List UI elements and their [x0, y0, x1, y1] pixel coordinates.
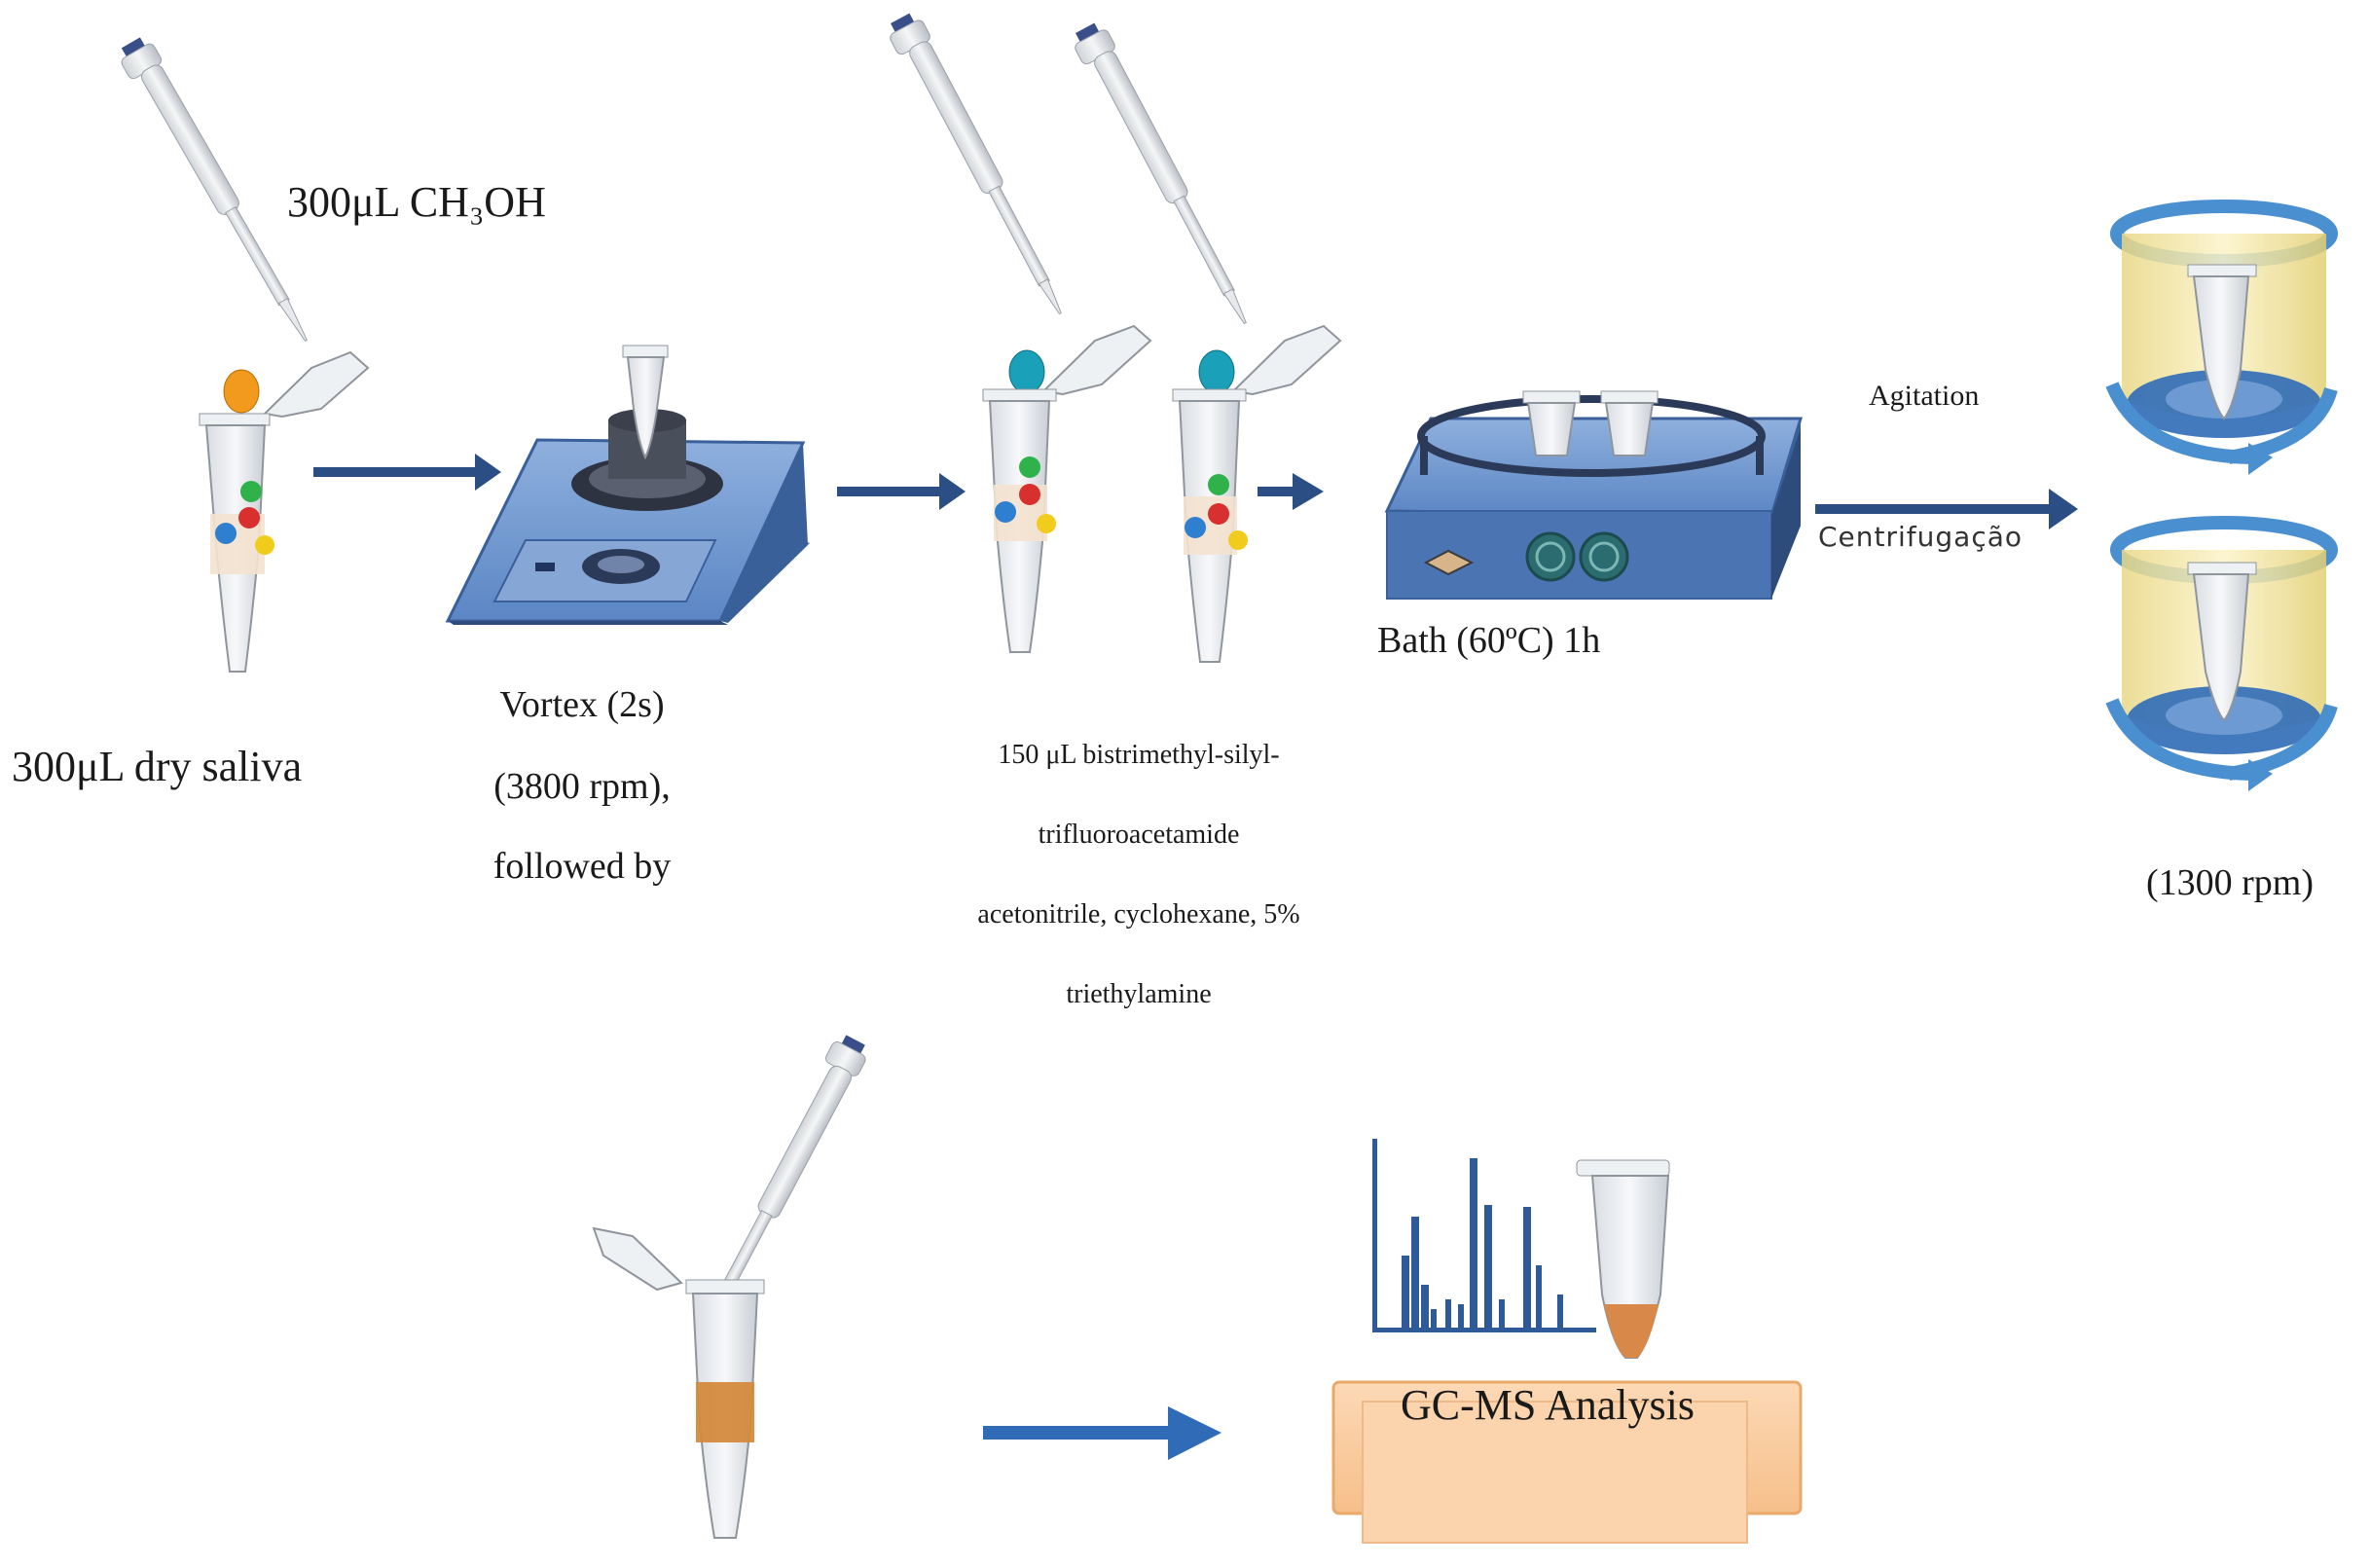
saliva-label: 300μL dry saliva — [12, 743, 303, 790]
rpm-label: (1300 rpm) — [2146, 862, 2315, 903]
reagent-label: 150 μL bistrimethyl-silyl- trifluoroacet… — [866, 715, 1411, 1035]
dot-blue — [995, 501, 1016, 523]
pipette-2 — [890, 13, 1062, 315]
vortex-device — [445, 345, 810, 625]
pipette-3 — [1075, 22, 1247, 325]
tube-final — [1576, 1159, 1670, 1359]
arrow-2 — [837, 473, 966, 510]
dot-green — [1019, 456, 1040, 478]
tube-derivatization-2 — [1172, 324, 1342, 663]
gcms-box — [1331, 1380, 1803, 1544]
dot-yellow — [1037, 514, 1056, 533]
dot-yellow — [1228, 530, 1248, 550]
bath-device — [1384, 390, 1804, 600]
reagent-line-1: 150 μL bistrimethyl-silyl- — [998, 740, 1280, 770]
vortex-label-2: (3800 rpm), — [493, 766, 671, 807]
arrow-1 — [313, 454, 501, 491]
centrifuge-1 — [2105, 200, 2338, 475]
dot-red — [238, 507, 260, 529]
agitation-label: Agitation — [1869, 380, 1980, 412]
tube-saliva — [199, 350, 370, 673]
vortex-label-1: Vortex (2s) — [499, 684, 665, 725]
centrifuge-2 — [2105, 516, 2338, 791]
dot-green — [1208, 474, 1229, 495]
bath-label: Bath (60ºC) 1h — [1377, 620, 1601, 661]
reagent-line-4: triethylamine — [1066, 979, 1212, 1009]
dot-yellow — [255, 535, 274, 555]
dot-red — [1019, 484, 1040, 505]
arrow-3 — [1258, 473, 1324, 510]
pipette-1 — [121, 37, 308, 342]
gcms-label: GC-MS Analysis — [1401, 1381, 1695, 1429]
reagent-line-3: acetonitrile, cyclohexane, 5% — [977, 899, 1300, 930]
arrow-4 — [1815, 489, 2078, 529]
arrow-5 — [983, 1406, 1221, 1460]
ms-spectrum — [1372, 1139, 1596, 1332]
vortex-label-3: followed by — [492, 846, 672, 887]
tube-derivatization-1 — [982, 324, 1152, 653]
tube-supernatant — [592, 1226, 765, 1539]
dot-green — [240, 481, 262, 502]
centrifugation-label: Centrifugação — [1818, 521, 2024, 553]
methanol-label: 300μL CH₃OH — [287, 178, 546, 226]
dot-blue — [215, 523, 237, 544]
dot-red — [1208, 503, 1229, 525]
reagent-line-2: trifluoroacetamide — [1038, 820, 1240, 850]
dot-blue — [1185, 517, 1206, 538]
